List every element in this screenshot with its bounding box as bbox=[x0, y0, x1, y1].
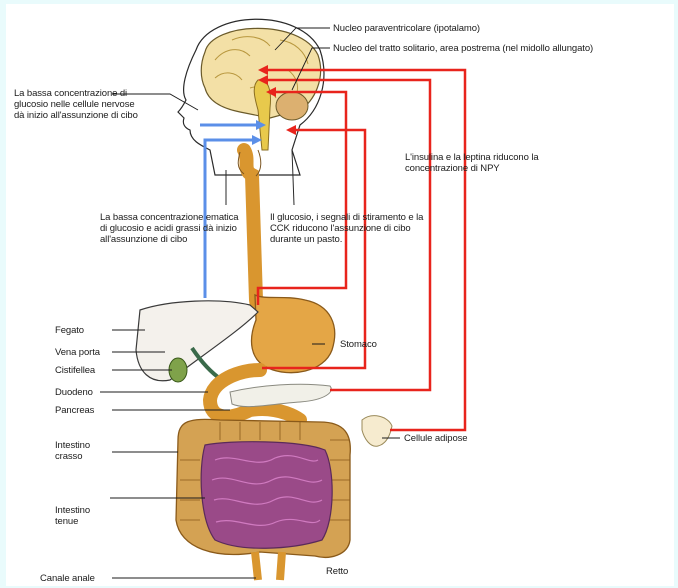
label-vena-porta: Vena porta bbox=[55, 347, 100, 358]
label-pancreas: Pancreas bbox=[55, 405, 94, 416]
label-bassa-conc-glucosio-cellule: La bassa concentrazione di glucosio nell… bbox=[14, 88, 146, 121]
label-intestino-tenue: Intestino tenue bbox=[55, 505, 110, 527]
fat-cells bbox=[362, 416, 392, 447]
label-nucleo-paraventricolare: Nucleo paraventricolare (ipotalamo) bbox=[333, 23, 573, 34]
label-intestino-crasso: Intestino crasso bbox=[55, 440, 110, 462]
label-insulina-leptina: L'insulina e la leptina riducono la conc… bbox=[405, 152, 545, 174]
small-intestine bbox=[201, 442, 332, 549]
label-fegato: Fegato bbox=[55, 325, 84, 336]
label-cistifellea: Cistifellea bbox=[55, 365, 95, 376]
stomach bbox=[252, 295, 335, 373]
pancreas bbox=[230, 384, 331, 406]
cerebellum bbox=[276, 92, 308, 120]
rectum bbox=[255, 552, 282, 580]
label-stomaco: Stomaco bbox=[340, 339, 377, 350]
label-nucleo-tratto-solitario: Nucleo del tratto solitario, area postre… bbox=[333, 43, 673, 54]
label-canale-anale: Canale anale bbox=[40, 573, 95, 584]
label-bassa-conc-ematica: La bassa concentrazione ematica di gluco… bbox=[100, 212, 242, 245]
label-glucosio-segnali: Il glucosio, i segnali di stiramento e l… bbox=[270, 212, 424, 245]
label-duodeno: Duodeno bbox=[55, 387, 93, 398]
label-cellule-adipose: Cellule adipose bbox=[404, 433, 467, 444]
label-retto: Retto bbox=[326, 566, 348, 577]
